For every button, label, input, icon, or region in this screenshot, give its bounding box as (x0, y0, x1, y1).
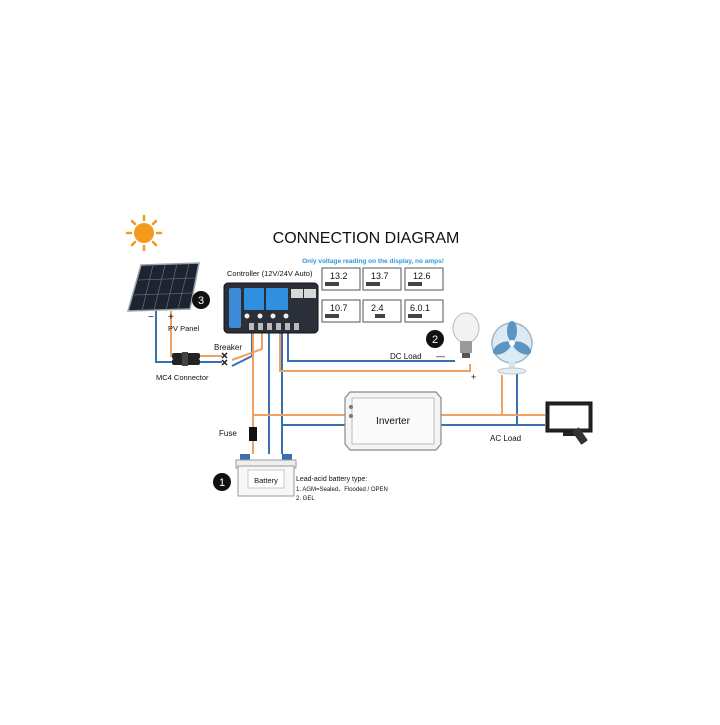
dc-minus-label: — (436, 351, 445, 361)
display-reading: 12.6 (413, 271, 431, 281)
fuse-icon (249, 427, 257, 441)
battery-type-line2: 2. GEL (296, 496, 315, 502)
pv-plus-label: + (168, 312, 174, 323)
fan-icon (491, 321, 533, 375)
fuse-label: Fuse (219, 429, 237, 438)
battery-icon (235, 454, 297, 497)
display-reading: 2.4 (371, 303, 384, 313)
display-reading: 13.2 (330, 271, 348, 281)
positive-wires (170, 311, 545, 454)
display-reading: 6.0.1 (410, 303, 430, 313)
dc-plus-label: + (471, 372, 476, 382)
diagram-title: CONNECTION DIAGRAM (273, 230, 460, 247)
battery-type-line1: 1. AGM=Sealed、Flooded / OPEN (296, 487, 388, 493)
lcd-display-icons (325, 282, 422, 318)
controller-label: Controller (12V/24V Auto) (227, 269, 313, 278)
breaker-label: Breaker (214, 343, 242, 352)
inverter-icon (344, 391, 442, 451)
voltage-note: Only voltage reading on the display, no … (302, 258, 444, 265)
battery-label: Battery (254, 476, 278, 485)
pv-panel-icon (126, 262, 200, 312)
dc-load-label: DC Load (390, 352, 422, 361)
light-bulb-icon (452, 312, 480, 358)
inverter-label: Inverter (376, 416, 411, 427)
badge-3: 3 (198, 295, 204, 307)
step-badges: 3 2 1 (192, 291, 444, 491)
display-reading: 13.7 (371, 271, 389, 281)
display-reading: 10.7 (330, 303, 348, 313)
battery-type-title: Lead-acid battery type: (296, 476, 367, 483)
charge-controller (223, 282, 319, 334)
ac-load-label: AC Load (490, 434, 521, 443)
breaker-icon (221, 352, 228, 366)
display-readings: 13.2 13.7 12.6 10.7 2.4 6.0.1 (330, 271, 431, 313)
pv-panel-label: PV Panel (168, 324, 200, 333)
pv-minus-label: − (148, 312, 154, 323)
sun-icon (125, 214, 163, 252)
mc4-label: MC4 Connector (156, 373, 209, 382)
badge-1: 1 (219, 477, 225, 489)
badge-2: 2 (432, 334, 438, 346)
mc4-connector-icon (172, 352, 200, 366)
tv-icon (545, 401, 593, 445)
